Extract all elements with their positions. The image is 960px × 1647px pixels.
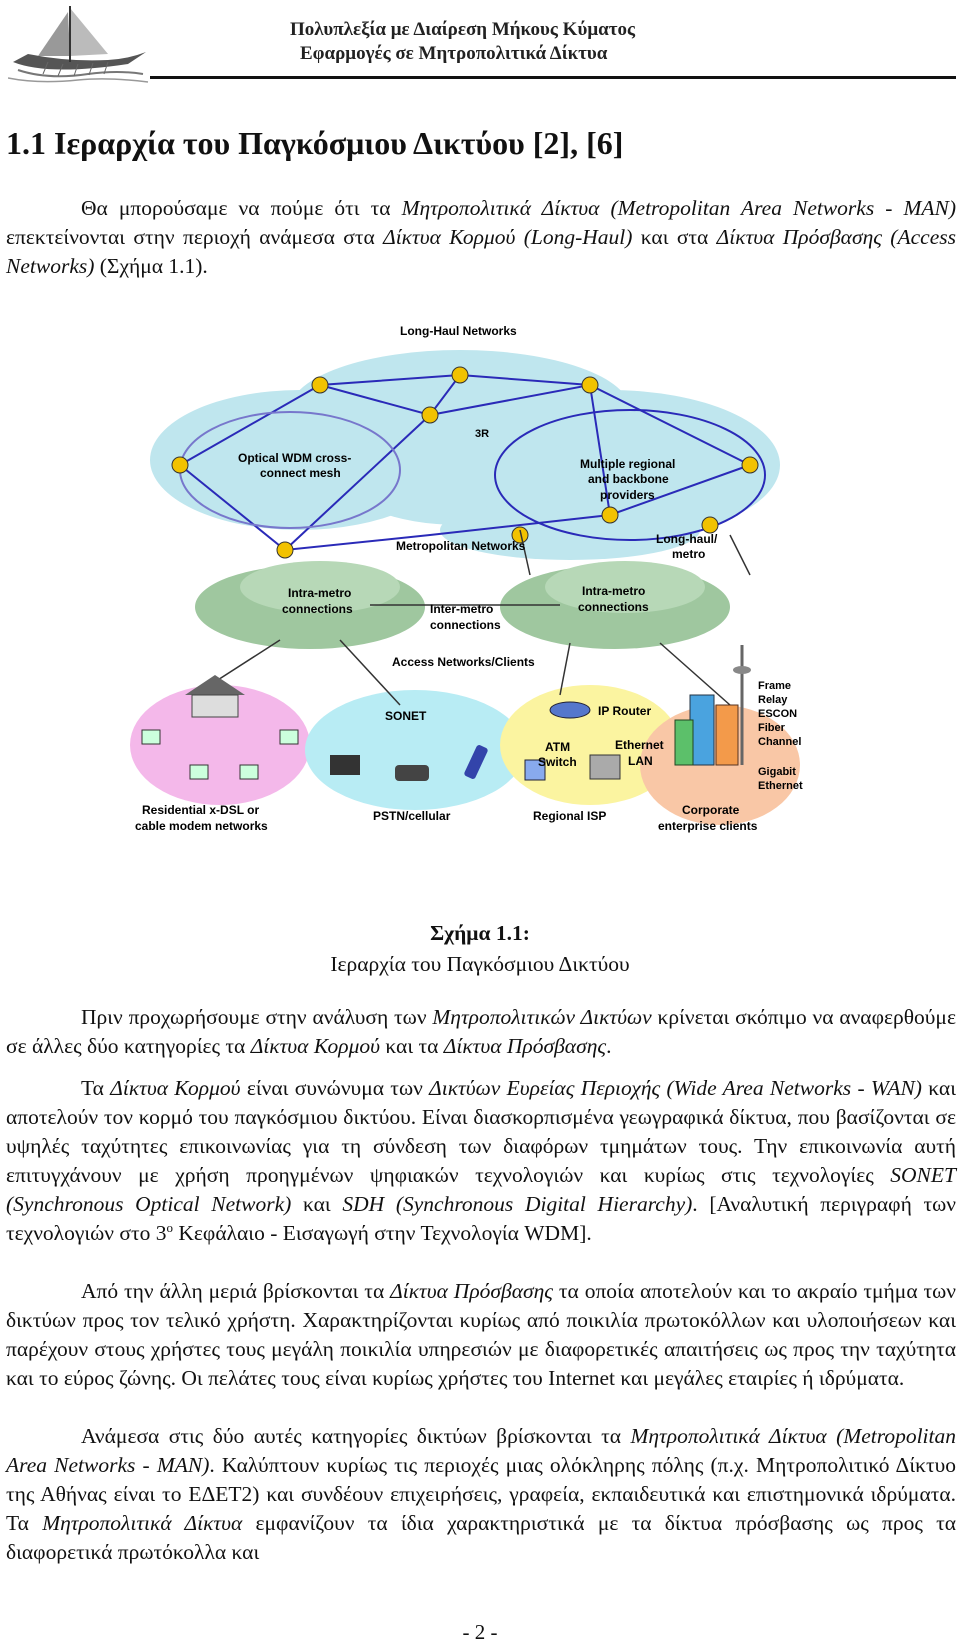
paragraph-1: Πριν προχωρήσουμε στην ανάλυση των Μητρο… xyxy=(6,1003,956,1061)
intro-italic-3: Δίκτυα Πρόσβασης (Access Networks) xyxy=(6,225,956,278)
header-rule xyxy=(150,76,956,79)
label-ip-router: IP Router xyxy=(598,704,651,718)
phone-icon xyxy=(395,765,429,781)
p2-text-4: και xyxy=(291,1192,343,1216)
label-fiber: Fiber xyxy=(758,722,786,734)
label-multiple-2: and backbone xyxy=(588,472,669,486)
label-sonet: SONET xyxy=(385,709,427,723)
metro-clouds xyxy=(195,561,730,649)
p1-italic-2: Δίκτυα Κορμού xyxy=(250,1034,381,1058)
label-optical-wdm-2: connect mesh xyxy=(260,466,341,480)
label-longhaul-metro-2: metro xyxy=(672,547,705,561)
router-icon xyxy=(549,701,591,719)
server-icon xyxy=(589,754,621,780)
p2-text-2: είναι συνώνυμα των xyxy=(240,1076,430,1100)
label-long-haul: Long-Haul Networks xyxy=(400,325,517,338)
intro-text-4: (Σχήμα 1.1). xyxy=(94,254,208,278)
label-channel: Channel xyxy=(758,736,801,748)
p2-text-6: Κεφάλαιο - Εισαγωγή στην Τεχνολογία WDM]… xyxy=(173,1221,592,1245)
label-regional-isp: Regional ISP xyxy=(533,809,606,823)
p2-italic-1: Δίκτυα Κορμού xyxy=(110,1076,241,1100)
p4-italic-2: Μητροπολιτικά Δίκτυα xyxy=(42,1511,243,1535)
p2-text-3: και αποτελούν τον κορμό του παγκόσμιου δ… xyxy=(6,1076,956,1187)
label-switch: Switch xyxy=(538,755,577,769)
p1-text-3: και τα xyxy=(380,1034,444,1058)
access-links xyxy=(209,529,751,706)
intro-text-2: επεκτείνονται στην περιοχή ανάμεσα στα xyxy=(6,225,384,249)
p2-italic-2: Δικτύων Ευρείας Περιοχής (Wide Area Netw… xyxy=(429,1076,922,1100)
computer-icons xyxy=(141,729,299,780)
label-atm: ATM xyxy=(545,740,570,754)
p4-italic-1: Μητροπολιτικά Δίκτυα (Metropolitan Area … xyxy=(6,1424,956,1477)
intro-italic-1: Μητροπολιτικά Δίκτυα (Metropolitan Area … xyxy=(401,196,957,220)
label-lan: LAN xyxy=(628,754,653,768)
header-title-line2: Εφαρμογές σε Μητροπολιτικά Δίκτυα xyxy=(300,43,608,64)
label-pstn: PSTN/cellular xyxy=(373,809,451,823)
p3-text-2: τα οποία αποτελούν και το ακραίο τμήμα τ… xyxy=(6,1279,957,1390)
header-title-line1: Πολυπλεξία με Διαίρεση Μήκους Κύματος xyxy=(290,19,635,40)
mobile-phone-icon xyxy=(464,745,488,779)
label-relay: Relay xyxy=(758,694,788,706)
label-corporate-1: Corporate xyxy=(682,803,740,817)
intro-paragraph: Θα μπορούσαμε να πούμε ότι τα Μητροπολιτ… xyxy=(6,194,956,281)
p3-text-1: Από την άλλη μεριά βρίσκονται τα xyxy=(81,1279,391,1303)
p3-italic-1: Δίκτυα Πρόσβασης xyxy=(390,1279,553,1303)
house-icon xyxy=(185,675,245,718)
label-corporate-2: enterprise clients xyxy=(658,819,758,833)
intro-text-3: και στα xyxy=(632,225,717,249)
label-ethernet: Ethernet xyxy=(615,738,664,752)
switch-icon xyxy=(524,759,546,781)
ancient-ship-logo xyxy=(8,6,149,83)
label-multiple-1: Multiple regional xyxy=(580,457,675,471)
p2-text-5: . [Αναλυτική περιγραφή των τεχνολογιών σ… xyxy=(6,1192,957,1245)
p2-superscript: ο xyxy=(166,1219,174,1235)
label-metro: Metropolitan Networks xyxy=(396,539,526,553)
p4-text-2: . Καλύπτουν κυρίως τις περιοχές μιας ολό… xyxy=(6,1453,956,1535)
label-residential-2: cable modem networks xyxy=(135,819,268,833)
p4-text-3: εμφανίζουν τα ίδια χαρακτηριστικά με τα … xyxy=(6,1511,956,1564)
label-escon: ESCON xyxy=(758,708,797,720)
label-longhaul-metro-1: Long-haul/ xyxy=(656,532,718,546)
label-inter-b: connections xyxy=(430,618,501,632)
figure-caption-text: Ιεραρχία του Παγκόσμιου Δικτύου xyxy=(330,952,630,976)
intro-text-1: Θα μπορούσαμε να πούμε ότι τα xyxy=(81,196,402,220)
label-gigabit-ethernet: Ethernet xyxy=(758,780,803,792)
label-intra-2b: connections xyxy=(578,600,649,614)
page-number: - 2 - xyxy=(462,1620,498,1644)
section-title: 1.1 Ιεραρχία του Παγκόσμιου Δικτύου [2],… xyxy=(6,125,624,161)
label-residential-1: Residential x-DSL or xyxy=(142,803,259,817)
label-access: Access Networks/Clients xyxy=(392,655,535,669)
p1-text-2: κρίνεται σκόπιμο να αναφερθούμε σε άλλες… xyxy=(6,1005,956,1058)
label-frame: Frame xyxy=(758,680,791,692)
p4-text-1: Ανάμεσα στις δύο αυτές κατηγορίες δικτύω… xyxy=(81,1424,631,1448)
p2-italic-4: SDH (Synchronous Digital Hierarchy) xyxy=(342,1192,693,1216)
p1-italic-3: Δίκτυα Πρόσβασης xyxy=(443,1034,607,1058)
page-header: Πολυπλεξία με Διαίρεση Μήκους Κύματος Εφ… xyxy=(0,0,960,90)
label-intra-2a: Intra-metro xyxy=(582,584,645,598)
p1-text-4: . xyxy=(606,1034,612,1058)
intro-italic-2: Δίκτυα Κορμού (Long-Haul) xyxy=(383,225,633,249)
label-inter-a: Inter-metro xyxy=(430,602,493,616)
label-3r: 3R xyxy=(475,428,489,440)
p1-text-1: Πριν προχωρήσουμε στην ανάλυση των xyxy=(81,1005,433,1029)
label-optical-wdm: Optical WDM cross- xyxy=(238,451,351,465)
long-haul-nodes xyxy=(171,366,759,559)
camera-icon xyxy=(330,755,360,775)
label-intra-1a: Intra-metro xyxy=(288,586,351,600)
label-multiple-3: providers xyxy=(600,488,655,502)
figure-caption-label: Σχήμα 1.1: xyxy=(430,921,530,945)
paragraph-2: Τα Δίκτυα Κορμού είναι συνώνυμα των Δικτ… xyxy=(6,1074,956,1248)
header-title: Πολυπλεξία με Διαίρεση Μήκους Κύματος Εφ… xyxy=(290,18,690,66)
p1-italic-1: Μητροπολιτικών Δικτύων xyxy=(432,1005,652,1029)
network-hierarchy-figure: Long-Haul Networks Optical WDM cross- co… xyxy=(130,325,803,833)
p2-text-1: Τα xyxy=(81,1076,111,1100)
label-gigabit: Gigabit xyxy=(758,766,796,778)
paragraph-4: Ανάμεσα στις δύο αυτές κατηγορίες δικτύω… xyxy=(6,1422,956,1567)
label-intra-1b: connections xyxy=(282,602,353,616)
p2-italic-3: SONET (Synchronous Optical Network) xyxy=(6,1163,956,1216)
buildings-icon xyxy=(674,645,751,766)
paragraph-3: Από την άλλη μεριά βρίσκονται τα Δίκτυα … xyxy=(6,1277,956,1393)
